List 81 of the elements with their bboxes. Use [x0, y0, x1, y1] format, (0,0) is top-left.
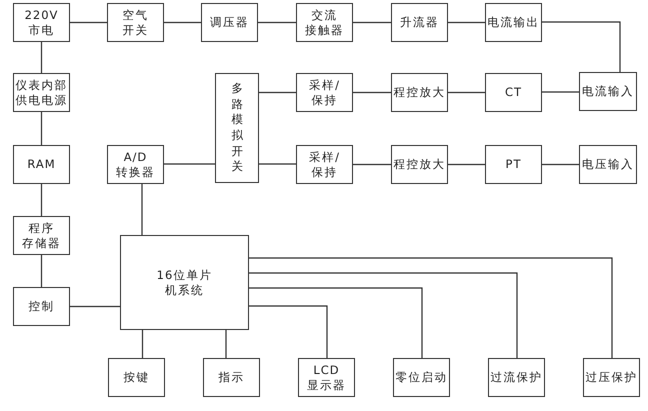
connector-line	[259, 163, 296, 165]
process-box	[203, 358, 260, 397]
box-label: 升流器	[400, 15, 439, 30]
box-label: 按键	[124, 370, 150, 385]
connector-line	[70, 22, 107, 24]
process-box	[393, 358, 450, 397]
process-box	[583, 358, 640, 397]
box-label: 16位单片机系统	[156, 268, 212, 297]
box-label: 控制	[28, 299, 54, 314]
box-label: RAM	[27, 157, 56, 172]
process-box	[579, 72, 637, 111]
process-box	[201, 3, 258, 42]
box-label: 调压器	[210, 15, 249, 30]
box-label: 过压保护	[586, 370, 638, 385]
box-label: 程控放大	[394, 157, 446, 172]
connector-line	[141, 184, 143, 235]
box-label: 多路模拟开关	[231, 81, 243, 175]
process-box	[107, 3, 164, 42]
process-box	[391, 3, 448, 42]
connector-line	[542, 21, 621, 72]
box-label: 电流输出	[488, 15, 540, 30]
box-label: CT	[504, 85, 522, 100]
process-box	[485, 73, 542, 112]
box-label: 零位启动	[396, 370, 448, 385]
connector-line	[353, 92, 391, 94]
connector-line	[164, 22, 201, 24]
box-label: 电压输入	[582, 157, 634, 172]
connector-line	[70, 306, 120, 308]
box-label: 空气开关	[122, 8, 148, 37]
box-label: 过流保护	[490, 370, 542, 385]
box-label: 采样/保持	[309, 150, 340, 179]
box-label: A/D转换器	[116, 150, 155, 179]
connector-line	[448, 92, 485, 94]
connector-line	[142, 330, 144, 358]
box-label: 采样/保持	[309, 78, 340, 107]
connector-line	[40, 184, 42, 216]
process-box	[298, 358, 355, 397]
connector-line	[258, 22, 296, 24]
process-box	[120, 235, 249, 330]
connector-line	[40, 255, 42, 287]
connector-line	[164, 163, 215, 165]
box-label: 仪表内部供电电源	[16, 78, 68, 107]
connector-line	[448, 22, 485, 24]
process-box	[391, 145, 448, 184]
process-box	[485, 145, 542, 184]
process-box	[13, 3, 70, 42]
connector-line	[448, 164, 485, 166]
process-box	[13, 73, 70, 112]
process-box	[296, 73, 353, 112]
connector-line	[249, 287, 423, 358]
box-label: PT	[506, 157, 522, 172]
connector-line	[249, 305, 328, 358]
process-box	[13, 216, 70, 255]
connector-line	[259, 92, 296, 94]
process-box	[13, 145, 70, 184]
process-box	[391, 73, 448, 112]
connector-line	[40, 42, 42, 73]
process-box	[108, 358, 165, 397]
box-label: 指示	[218, 370, 244, 385]
box-label: 交流接触器	[305, 8, 344, 37]
connector-line	[40, 112, 42, 145]
process-box	[13, 287, 70, 326]
connector-line	[249, 257, 613, 358]
process-box	[296, 3, 353, 42]
box-label: LCD显示器	[307, 363, 346, 392]
process-box	[579, 145, 637, 184]
connector-line	[225, 330, 227, 358]
process-box	[215, 73, 259, 183]
process-box	[107, 145, 164, 184]
process-box	[485, 3, 542, 42]
box-label: 220V市电	[24, 8, 58, 37]
connector-line	[249, 272, 518, 358]
box-label: 程控放大	[394, 85, 446, 100]
process-box	[296, 145, 353, 184]
process-box	[488, 358, 545, 397]
connector-line	[542, 91, 579, 93]
box-label: 电流输入	[582, 84, 634, 99]
box-label: 程序存储器	[22, 221, 61, 250]
connector-line	[542, 164, 579, 166]
connector-line	[353, 164, 391, 166]
connector-line	[353, 22, 391, 24]
